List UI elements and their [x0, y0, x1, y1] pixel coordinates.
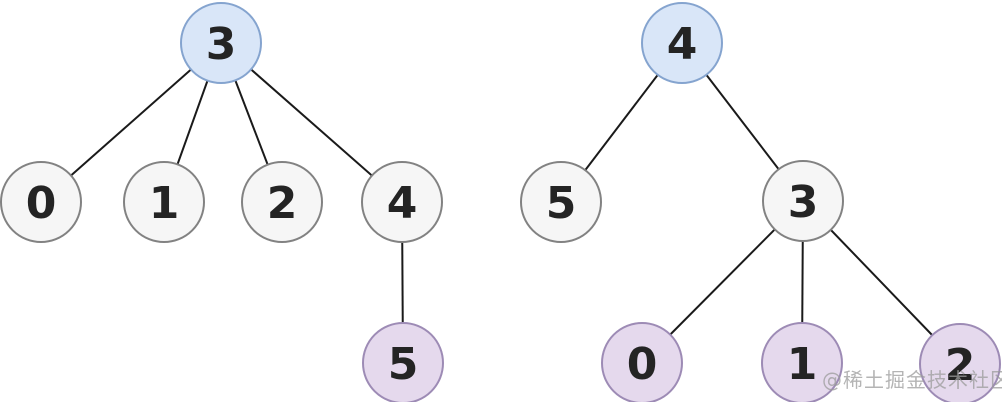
- node-value: 1: [149, 178, 180, 229]
- node-circle-leaf: [761, 322, 843, 402]
- left-tree-node-1: 1: [123, 161, 205, 243]
- node-value: 3: [788, 177, 819, 228]
- node-value: 2: [945, 340, 976, 391]
- right-tree-node-2: 2: [919, 323, 1001, 402]
- node-value: 5: [546, 178, 577, 229]
- node-circle-internal: [241, 161, 323, 243]
- node-value: 1: [787, 339, 818, 390]
- left-tree-node-3: 3: [180, 2, 262, 84]
- right-tree-node-1: 1: [761, 322, 843, 402]
- right-tree-node-3: 3: [762, 160, 844, 242]
- node-value: 3: [206, 19, 237, 70]
- node-circle-leaf: [919, 323, 1001, 402]
- node-value: 0: [627, 339, 658, 390]
- node-value: 0: [26, 178, 57, 229]
- node-circle-leaf: [601, 322, 683, 402]
- node-circle-internal: [123, 161, 205, 243]
- node-circle-leaf: [362, 322, 444, 402]
- node-value: 5: [388, 339, 419, 390]
- right-tree-node-5: 5: [520, 161, 602, 243]
- left-tree: 3 0 1 2 4 5: [0, 2, 444, 402]
- node-circle-root: [180, 2, 262, 84]
- left-tree-node-5: 5: [362, 322, 444, 402]
- left-tree-node-0: 0: [0, 161, 82, 243]
- node-circle-internal: [762, 160, 844, 242]
- node-value: 4: [667, 19, 698, 70]
- left-tree-node-4: 4: [361, 161, 443, 243]
- node-value: 4: [387, 178, 418, 229]
- node-circle-root: [641, 2, 723, 84]
- node-circle-internal: [520, 161, 602, 243]
- right-tree-node-0: 0: [601, 322, 683, 402]
- right-tree-node-4: 4: [641, 2, 723, 84]
- right-tree: 4 5 3 0 1 2: [520, 2, 1001, 402]
- node-circle-internal: [0, 161, 82, 243]
- node-value: 2: [267, 178, 298, 229]
- left-tree-node-2: 2: [241, 161, 323, 243]
- node-circle-internal: [361, 161, 443, 243]
